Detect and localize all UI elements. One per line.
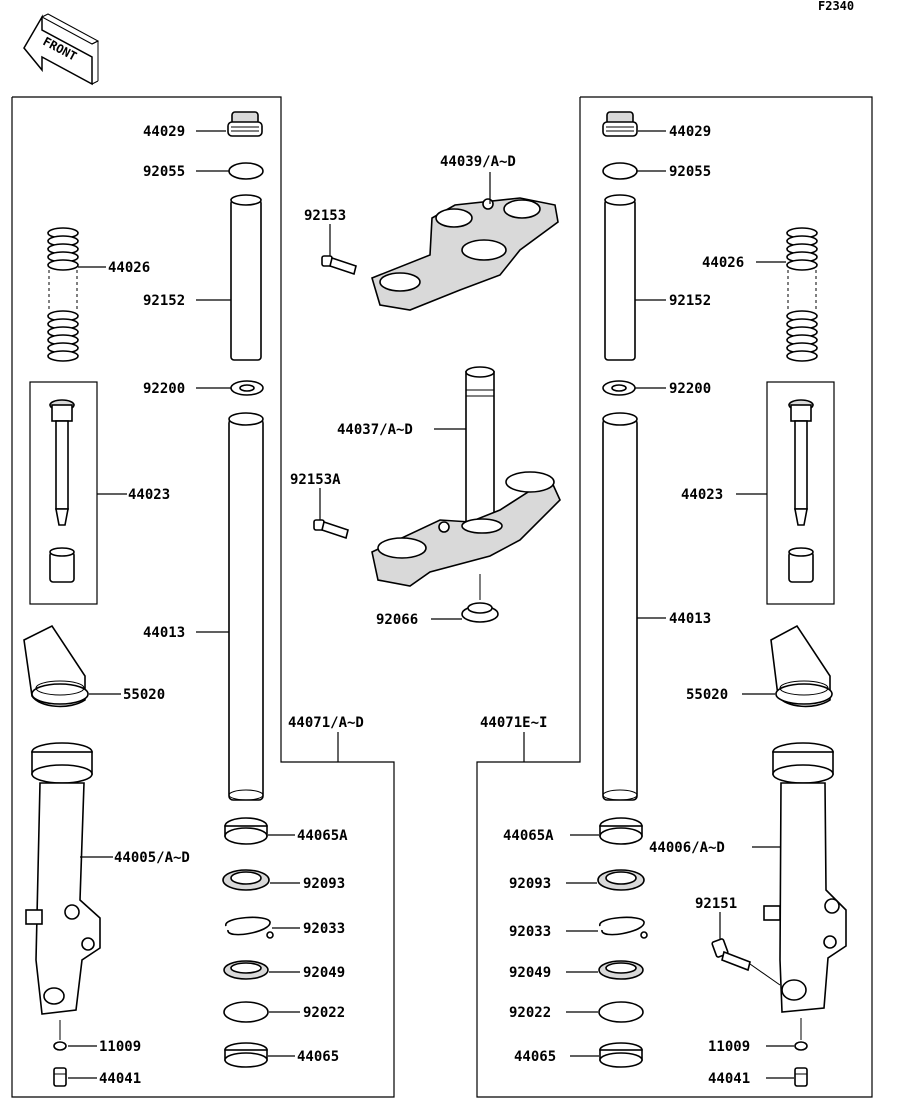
slide-bushing-a-left xyxy=(224,817,268,845)
label-55020-right: 55020 xyxy=(686,687,728,703)
steering-stem-lower-bracket xyxy=(371,366,561,587)
damper-rod-right xyxy=(788,399,814,583)
washer-kit-right xyxy=(598,1001,644,1023)
slide-bushing-a-right xyxy=(599,817,643,845)
axle-clamp-bolt-right xyxy=(711,938,751,972)
washer-kit-left xyxy=(223,1001,269,1023)
label-92153: 92153 xyxy=(304,208,346,224)
gasket-left xyxy=(53,1041,67,1051)
label-92033-right: 92033 xyxy=(509,924,551,940)
label-44065-right: 44065 xyxy=(514,1049,556,1065)
label-44023-left: 44023 xyxy=(128,487,170,503)
slide-bushing-left xyxy=(224,1042,268,1068)
o-ring-right xyxy=(602,162,638,180)
left-frame xyxy=(11,96,395,1098)
label-44041-right: 44041 xyxy=(708,1071,750,1087)
dust-seal-right xyxy=(598,960,644,980)
label-92066: 92066 xyxy=(376,612,418,628)
cartridge-box-left xyxy=(29,381,98,605)
label-92200-left: 92200 xyxy=(143,381,185,397)
label-92049-left: 92049 xyxy=(303,965,345,981)
outer-tube-right xyxy=(763,742,847,1013)
label-44065A-right: 44065A xyxy=(503,828,554,844)
label-44013-left: 44013 xyxy=(143,625,185,641)
fork-guard-right xyxy=(770,624,833,708)
label-44005-left: 44005/A~D xyxy=(114,850,190,866)
label-92055-right: 92055 xyxy=(669,164,711,180)
o-ring-left xyxy=(228,162,264,180)
label-92093-left: 92093 xyxy=(303,876,345,892)
label-44037: 44037/A~D xyxy=(337,422,413,438)
label-44026-right: 44026 xyxy=(702,255,744,271)
damper-rod-left xyxy=(49,399,75,583)
label-92200-right: 92200 xyxy=(669,381,711,397)
gasket-right xyxy=(794,1041,808,1051)
cartridge-box-right xyxy=(766,381,835,605)
label-44006-right: 44006/A~D xyxy=(649,840,725,856)
label-92152-right: 92152 xyxy=(669,293,711,309)
label-92151-right: 92151 xyxy=(695,896,737,912)
socket-bolt-left xyxy=(53,1067,67,1087)
circlip-right xyxy=(599,916,648,939)
label-92055-left: 92055 xyxy=(143,164,185,180)
oil-seal-right xyxy=(597,869,645,891)
clamp-bolt-lower xyxy=(313,519,349,540)
diagram-code: F2340 xyxy=(818,0,854,13)
slide-bushing-right xyxy=(599,1042,643,1068)
label-44013-right: 44013 xyxy=(669,611,711,627)
circlip-left xyxy=(225,916,274,939)
label-92022-right: 92022 xyxy=(509,1005,551,1021)
label-44039: 44039/A~D xyxy=(440,154,516,170)
fork-spring-left xyxy=(47,227,79,362)
cap-bolt-left xyxy=(227,111,263,137)
oil-seal-left xyxy=(222,869,270,891)
upper-bracket xyxy=(371,197,559,311)
label-44029-right: 44029 xyxy=(669,124,711,140)
label-11009-left: 11009 xyxy=(99,1039,141,1055)
washer-right xyxy=(602,380,636,396)
spacer-pipe-left xyxy=(230,194,262,361)
label-44065A-left: 44065A xyxy=(297,828,348,844)
socket-bolt-right xyxy=(794,1067,808,1087)
label-44071AD: 44071/A~D xyxy=(288,715,364,731)
label-44071EI: 44071E~I xyxy=(480,715,547,731)
fork-guard-left xyxy=(23,624,89,708)
outer-tube-left xyxy=(25,742,101,1015)
fork-spring-right xyxy=(786,227,818,362)
inner-tube-left xyxy=(228,412,264,801)
label-92033-left: 92033 xyxy=(303,921,345,937)
label-55020-left: 55020 xyxy=(123,687,165,703)
label-11009-right: 11009 xyxy=(708,1039,750,1055)
spacer-pipe-right xyxy=(604,194,636,361)
label-92022-left: 92022 xyxy=(303,1005,345,1021)
clamp-bolt-upper xyxy=(321,255,357,276)
front-arrow-icon: FRONT xyxy=(23,13,100,86)
label-44065-left: 44065 xyxy=(297,1049,339,1065)
right-frame xyxy=(476,96,873,1098)
label-92153A: 92153A xyxy=(290,472,341,488)
label-44029-left: 44029 xyxy=(143,124,185,140)
label-44041-left: 44041 xyxy=(99,1071,141,1087)
label-44026-left: 44026 xyxy=(108,260,150,276)
label-92049-right: 92049 xyxy=(509,965,551,981)
cap-bolt-right xyxy=(602,111,638,137)
dust-seal-left xyxy=(223,960,269,980)
label-92152-left: 92152 xyxy=(143,293,185,309)
inner-tube-right xyxy=(602,412,638,801)
washer-left xyxy=(230,380,264,396)
label-92093-right: 92093 xyxy=(509,876,551,892)
stem-seal xyxy=(461,602,499,623)
label-44023-right: 44023 xyxy=(681,487,723,503)
